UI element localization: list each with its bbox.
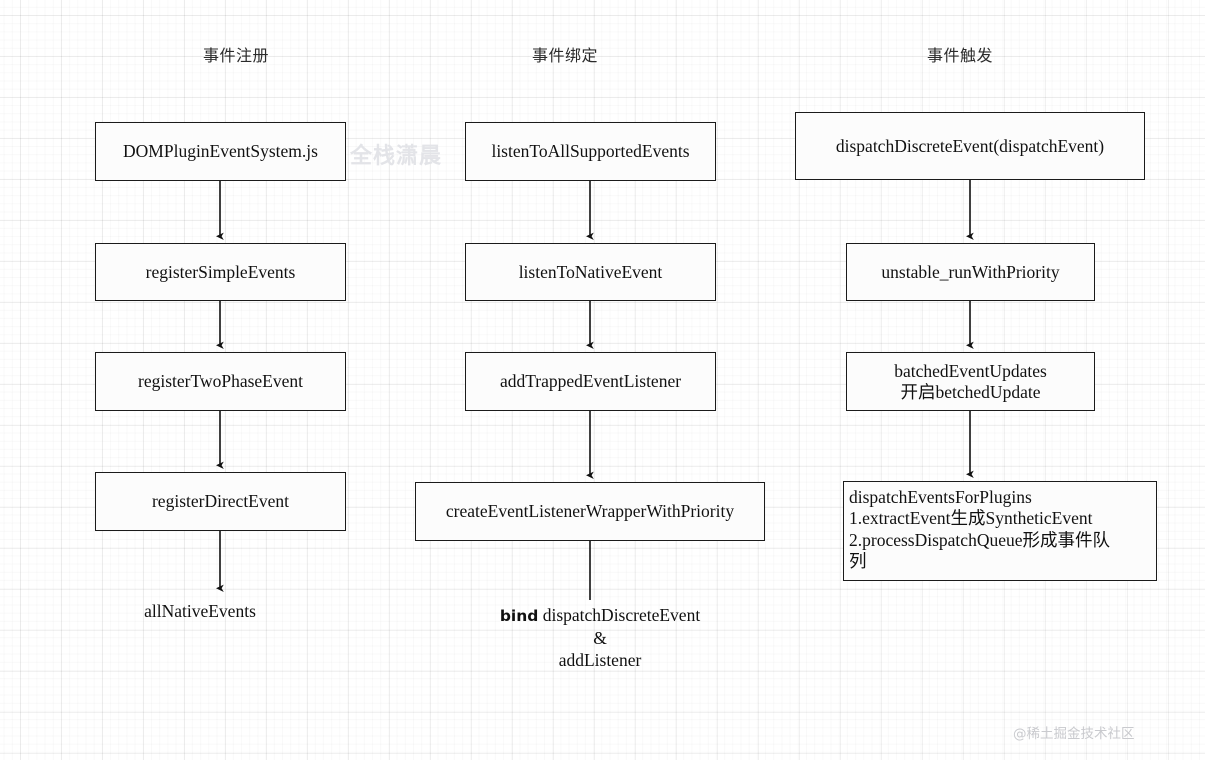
column-header-event-binding: 事件绑定	[531, 46, 599, 65]
footer-line-1: bind dispatchDiscreteEvent	[500, 604, 700, 627]
footer-bind-keyword: bind	[499, 607, 539, 625]
node-dispatch-discrete-event[interactable]: dispatchDiscreteEvent(dispatchEvent)	[795, 112, 1145, 180]
node-register-simple-events[interactable]: registerSimpleEvents	[95, 243, 346, 301]
node-add-trapped-event-listener[interactable]: addTrappedEventListener	[465, 352, 716, 411]
node-dispatch-events-for-plugins[interactable]: dispatchEventsForPlugins 1.extractEvent生…	[843, 481, 1157, 581]
footer-line-2: &	[593, 627, 607, 648]
node-create-event-listener-wrapper-with-priority[interactable]: createEventListenerWrapperWithPriority	[415, 482, 765, 541]
node-batched-event-updates[interactable]: batchedEventUpdates 开启betchedUpdate	[846, 352, 1095, 411]
column-header-event-trigger: 事件触发	[926, 46, 994, 65]
node-listen-to-native-event[interactable]: listenToNativeEvent	[465, 243, 716, 301]
node-register-direct-event[interactable]: registerDirectEvent	[95, 472, 346, 531]
footer-bind-dispatch-discrete-event: bind dispatchDiscreteEvent & addListener	[500, 604, 700, 672]
watermark-site: @稀土掘金技术社区	[1013, 726, 1135, 742]
node-register-two-phase-event[interactable]: registerTwoPhaseEvent	[95, 352, 346, 411]
column-header-event-registration: 事件注册	[202, 46, 270, 65]
footer-dispatch-name: dispatchDiscreteEvent	[542, 605, 701, 625]
node-dom-plugin-event-system[interactable]: DOMPluginEventSystem.js	[95, 122, 346, 181]
node-unstable-run-with-priority[interactable]: unstable_runWithPriority	[846, 243, 1095, 301]
node-listen-to-all-supported-events[interactable]: listenToAllSupportedEvents	[465, 122, 716, 181]
footer-line-3: addListener	[558, 650, 642, 671]
label-all-native-events: allNativeEvents	[144, 601, 256, 621]
watermark-author: 全栈潇晨	[350, 144, 443, 169]
